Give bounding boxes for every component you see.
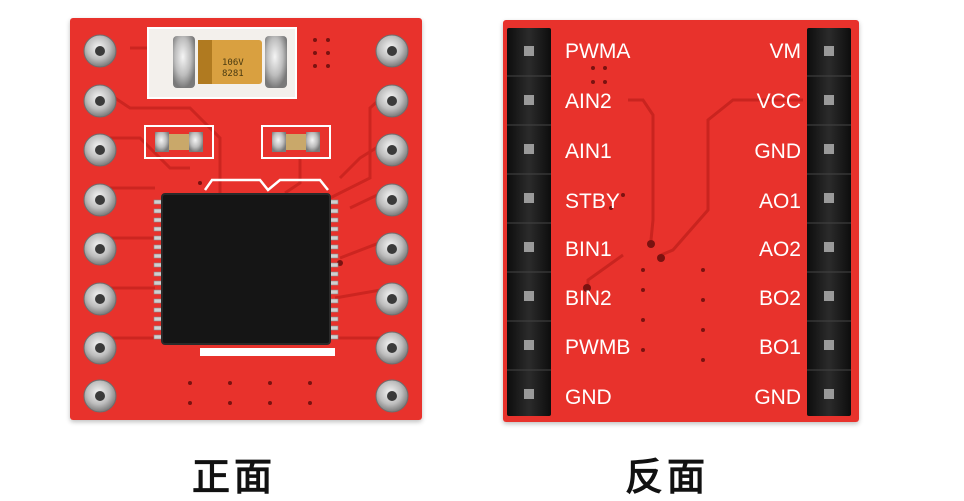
front-caption: 正面 bbox=[192, 455, 277, 499]
pin-label-right-2: VCC bbox=[756, 90, 801, 113]
pin-label-right-1: VM bbox=[769, 40, 802, 63]
pin-label-right-5: AO2 bbox=[758, 238, 801, 261]
pin-label-left-7: PWMB bbox=[565, 336, 631, 359]
pin-label-left-8: GND bbox=[565, 386, 612, 409]
pin-label-right-8: GND bbox=[754, 386, 801, 409]
pin-label-left-3: AIN1 bbox=[565, 140, 612, 163]
front-pcb-graphic bbox=[70, 18, 422, 420]
pin-label-left-1: PWMA bbox=[565, 40, 631, 63]
capacitor-marking-line-1: 106V bbox=[222, 58, 244, 68]
front-pcb-board: 106V 8281 bbox=[70, 18, 422, 420]
pin-label-right-3: GND bbox=[754, 140, 801, 163]
back-pcb-board: PWMA AIN2 AIN1 STBY BIN1 BIN2 PWMB GND V… bbox=[503, 20, 859, 422]
pin-label-left-5: BIN1 bbox=[565, 238, 612, 261]
pin-label-right-6: BO2 bbox=[758, 287, 801, 310]
back-caption: 反面 bbox=[625, 455, 710, 499]
pin-label-left-2: AIN2 bbox=[565, 90, 612, 113]
pin-label-left-6: BIN2 bbox=[565, 287, 612, 310]
capacitor-marking: 106V 8281 bbox=[222, 58, 244, 80]
back-pcb-graphic bbox=[503, 20, 859, 422]
capacitor-marking-line-2: 8281 bbox=[222, 69, 244, 79]
pin-label-right-7: BO1 bbox=[758, 336, 801, 359]
pin-label-left-4: STBY bbox=[565, 190, 620, 213]
pin-label-right-4: AO1 bbox=[758, 190, 801, 213]
